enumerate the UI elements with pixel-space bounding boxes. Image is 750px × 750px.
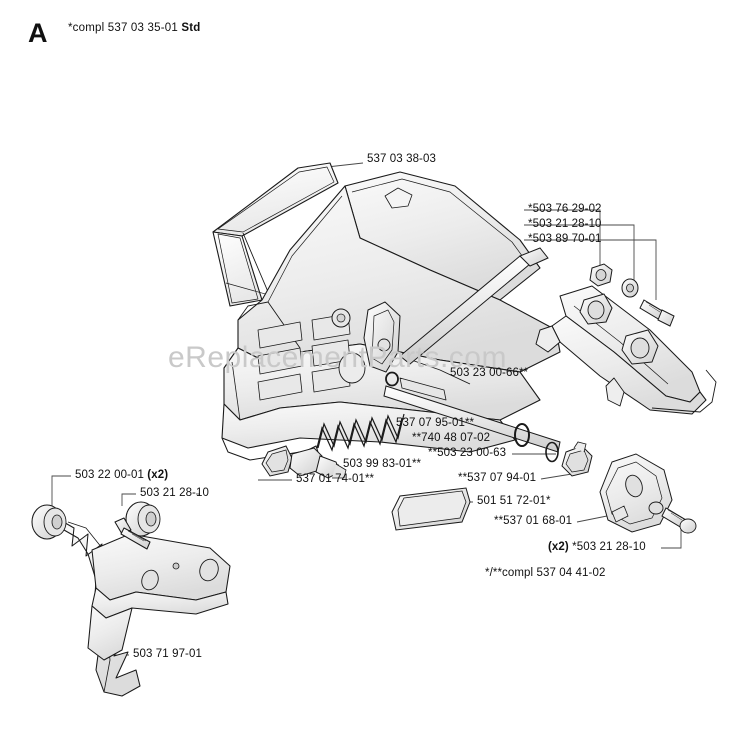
plunger-503-99-83-01: [289, 447, 347, 479]
label-qty-x2-right: (x2): [548, 541, 569, 553]
valve-body-537-01-74-01: [261, 445, 293, 477]
o-ring-503-23-00-66: [385, 371, 399, 387]
label-503-76-29-02: *503 76 29-02: [528, 203, 602, 215]
header-code-prefix: *compl 537 03 35-01: [68, 22, 182, 34]
label-503-21-28-10-left: 503 21 28-10: [140, 487, 209, 499]
label-qty-x2-left: (x2): [147, 469, 169, 481]
housing-body-edge-hl: [267, 195, 343, 303]
brake-link-bracket: [363, 301, 401, 373]
handle-top-notch: [384, 187, 413, 209]
label-503-21-28-10-x2: (x2) *503 21 28-10: [548, 541, 646, 553]
label-537-01-68-01: **537 01 68-01: [494, 515, 573, 527]
label-503-99-83-01: 503 99 83-01**: [343, 458, 422, 470]
label-537-03-38-03: 537 03 38-03: [367, 153, 436, 165]
rear-handle-front-tab: [535, 325, 561, 353]
header-part-code: *compl 537 03 35-01 Std: [68, 22, 200, 34]
housing-lower-edge: [231, 361, 241, 421]
washer-503-21-28-10: [621, 278, 639, 298]
rear-handle-boss-1-hole: [587, 300, 605, 320]
label-537-07-94-01: **537 07 94-01: [458, 472, 537, 484]
section-letter: A: [28, 18, 48, 48]
screw-503-76-29-02: [639, 299, 675, 327]
bushing-503-22-00-01-left: [31, 504, 67, 540]
bumper-bracket-arm: [87, 605, 133, 661]
label-501-51-72-01: 501 51 72-01*: [477, 495, 551, 507]
label-503-23-00-66: 503 23 00-66**: [450, 367, 529, 379]
top-cover-plate-inner: [217, 166, 335, 233]
spring-and-rod-assembly: [261, 247, 697, 534]
top-cover-plate: [212, 162, 339, 237]
brake-pivot-hole-2-inner: [336, 313, 346, 323]
housing-trigger-slot: [399, 377, 447, 401]
bushing-503-22-00-01-right: [125, 501, 161, 537]
label-503-23-00-63: **503 23 00-63: [428, 447, 507, 459]
housing-round-port: [338, 352, 366, 384]
cover-lower-panel: [212, 231, 263, 307]
rear-handle-assembly: [535, 285, 717, 415]
rear-handle-tail: [651, 369, 717, 413]
label-537-07-95-01: 537 07 95-01**: [396, 417, 475, 429]
brake-link-bracket-inner: [371, 309, 395, 365]
screw-503-21-28-10-left: [114, 517, 151, 550]
rear-handle-boss-2-hole: [630, 337, 650, 359]
o-ring-740-48-07-02: [514, 423, 530, 447]
label-503-21-28-10-top: *503 21 28-10: [528, 218, 602, 230]
spike-bumper-assembly: [31, 501, 231, 697]
pad-501-51-72-01: [391, 487, 471, 531]
o-ring-503-23-00-63: [545, 441, 559, 463]
nut-503-89-70-01: [589, 263, 613, 287]
screw-503-21-28-10-right: [661, 507, 697, 534]
bracket-pin-hole: [172, 562, 180, 570]
label-503-89-70-01: *503 89 70-01: [528, 233, 602, 245]
brake-rod-end: [519, 247, 549, 267]
top-fastener-group: [589, 263, 675, 327]
cover-lower-edge: [217, 233, 259, 304]
brake-pivot-hole: [377, 338, 391, 352]
label-503-22-00-01: 503 22 00-01 (x2): [75, 469, 169, 481]
lever-537-01-68-01: [599, 453, 673, 533]
label-537-01-74-01: 537 01 74-01**: [296, 473, 375, 485]
label-740-48-07-02: **740 48 07-02: [412, 432, 491, 444]
header-code-suffix: Std: [181, 22, 201, 34]
label-compl-537-04-41-02: */**compl 537 04 41-02: [485, 567, 606, 579]
rod-end-fitting-537-07-94-01: [561, 441, 593, 477]
bracket-hole-outer: [199, 558, 219, 582]
handle-top-ridge: [351, 178, 529, 265]
chainsaw-housing-assembly: [212, 162, 561, 461]
bracket-hole-inner: [141, 569, 159, 591]
rear-handle-lower-hook: [605, 377, 625, 407]
label-503-71-97-01: 503 71 97-01: [133, 648, 202, 660]
